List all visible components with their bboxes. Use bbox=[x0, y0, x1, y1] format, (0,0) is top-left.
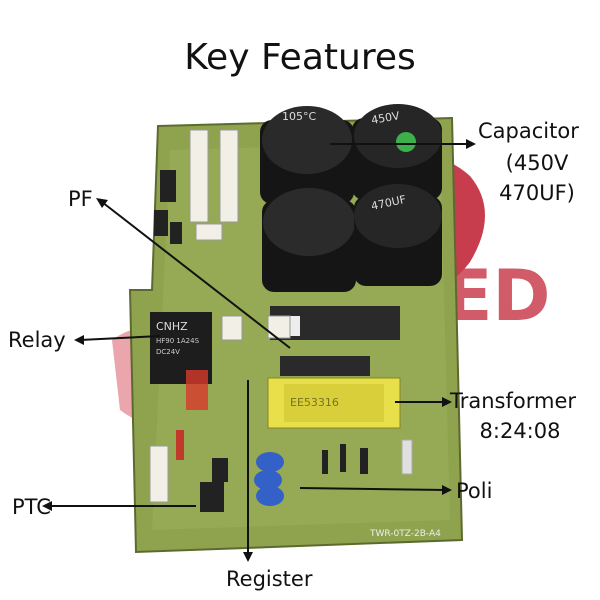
pcb-code: TWR-0TZ-2B-A4 bbox=[369, 529, 441, 539]
arrow-poli bbox=[299, 487, 447, 491]
arrow-relay bbox=[79, 335, 161, 341]
label-transformer: Transformer bbox=[450, 389, 577, 413]
capacitor-group: 105°C 450V 470UF bbox=[260, 104, 442, 292]
relay: CNHZ HF90 1A24S DC24V bbox=[150, 312, 212, 410]
label-pf: PF bbox=[68, 187, 93, 211]
connector-small bbox=[195, 223, 223, 241]
cap-marking-1: 105°C bbox=[282, 110, 316, 123]
label-ptc: PTC bbox=[12, 495, 51, 519]
label-register: Register bbox=[226, 567, 313, 591]
connector-top-1 bbox=[189, 129, 209, 223]
relay-model: HF90 1A24S bbox=[156, 337, 200, 345]
relay-brand: CNHZ bbox=[156, 320, 188, 333]
connector-mid bbox=[221, 315, 243, 341]
label-relay: Relay bbox=[8, 328, 66, 352]
transformer-code: EE53316 bbox=[290, 396, 339, 409]
connector-bottom bbox=[149, 445, 169, 503]
cap-marking-2: 450V bbox=[370, 109, 401, 127]
label-capacitor-spec-1: (450V bbox=[505, 151, 569, 175]
label-transformer-ratio: 8:24:08 bbox=[479, 419, 561, 443]
arrow-pf bbox=[101, 201, 291, 349]
label-capacitor: Capacitor bbox=[478, 119, 579, 143]
label-poli: Poli bbox=[456, 479, 493, 503]
label-capacitor-spec-2: 470UF) bbox=[499, 181, 575, 205]
page-title: Key Features bbox=[184, 37, 416, 78]
callout-arrows bbox=[48, 143, 470, 556]
arrow-heads bbox=[42, 139, 476, 562]
capacitor-sticker bbox=[396, 132, 416, 152]
transformer: EE53316 bbox=[267, 377, 401, 429]
connector-top-2 bbox=[219, 129, 239, 223]
poli-capacitors bbox=[254, 452, 284, 506]
relay-voltage: DC24V bbox=[156, 348, 180, 356]
